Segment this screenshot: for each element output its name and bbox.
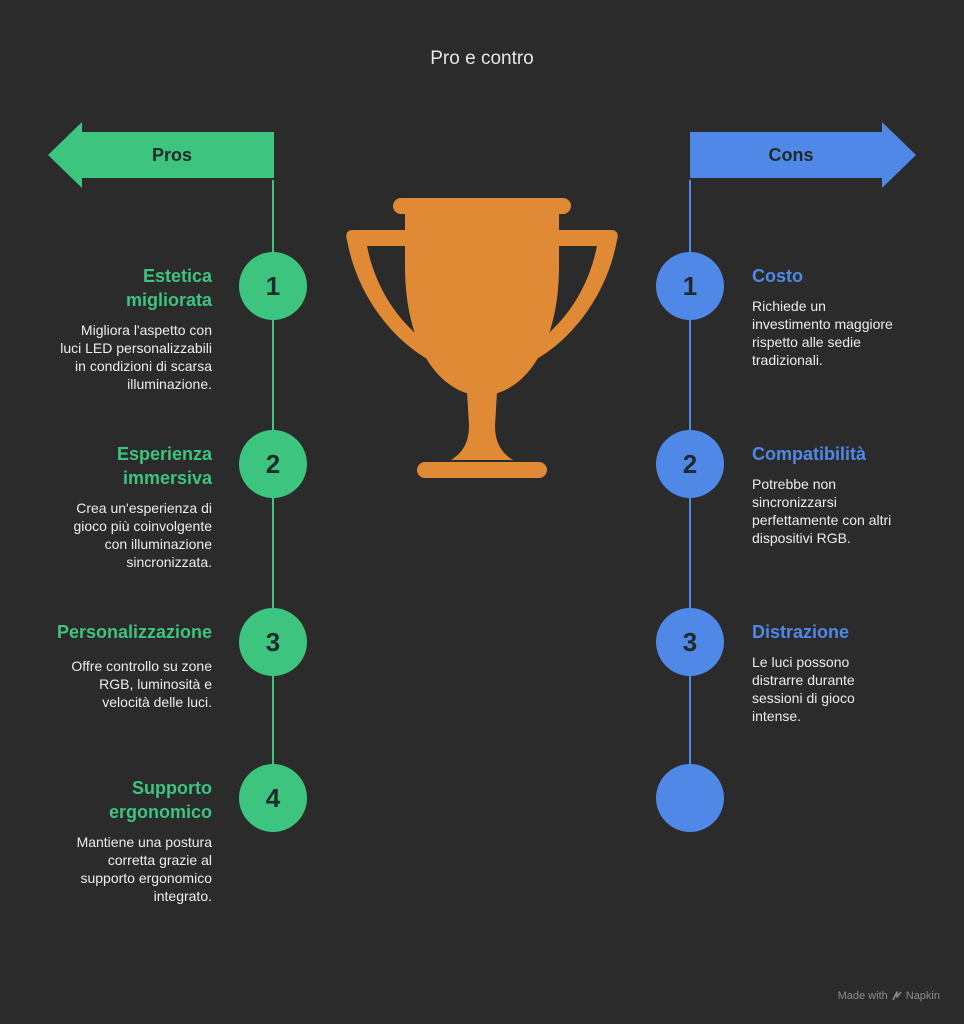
- cons-banner: [690, 122, 916, 188]
- cons-item-4-number: [656, 764, 724, 832]
- trophy-icon: [346, 198, 618, 478]
- cons-item-1-number: 1: [656, 252, 724, 320]
- cons-item-2-heading: Compatibilità: [752, 444, 867, 464]
- cons-item-1-heading: Costo: [752, 266, 803, 286]
- diagram-title: Pro e contro: [430, 48, 534, 69]
- napkin-logo-icon: [892, 991, 902, 1001]
- pros-banner: [48, 122, 274, 188]
- pros-item-3-heading: Personalizzazione: [56, 622, 212, 642]
- watermark-brand: Napkin: [905, 990, 940, 1002]
- napkin-watermark[interactable]: Made with Napkin: [838, 990, 940, 1002]
- cons-item-2-number: 2: [656, 430, 724, 498]
- cons-label: Cons: [768, 145, 814, 165]
- watermark-prefix: Made with: [837, 990, 888, 1002]
- pros-item-4-number: 4: [239, 764, 307, 832]
- pros-label: Pros: [151, 145, 193, 165]
- cons-item-3-number: 3: [656, 608, 724, 676]
- pros-item-2-number: 2: [239, 430, 307, 498]
- cons-item-3-heading: Distrazione: [752, 622, 850, 642]
- pros-item-1-number: 1: [239, 252, 307, 320]
- pros-item-3-number: 3: [239, 608, 307, 676]
